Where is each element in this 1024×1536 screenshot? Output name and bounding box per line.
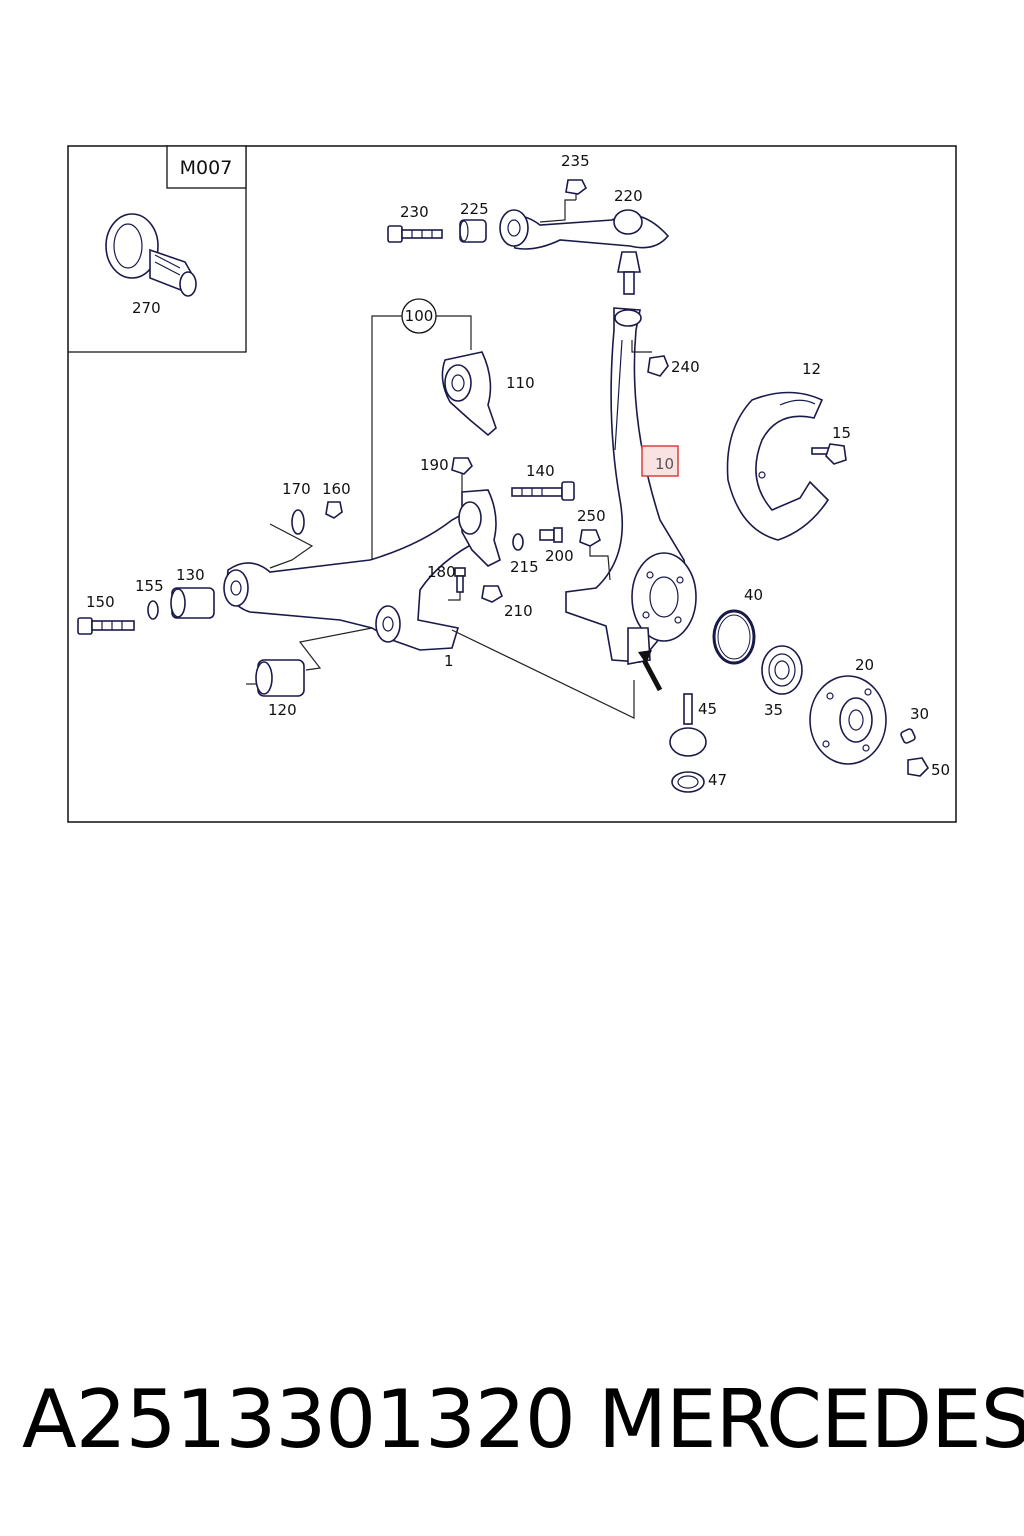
callout-40: 40 xyxy=(744,586,763,604)
callout-235: 235 xyxy=(561,152,590,170)
callout-210: 210 xyxy=(504,602,533,620)
cv-joint-drawing xyxy=(105,213,197,297)
bolt-230 xyxy=(387,225,443,243)
callout-130: 130 xyxy=(176,566,205,584)
ball-joint-45 xyxy=(669,693,707,757)
callout-150: 150 xyxy=(86,593,115,611)
nut-50 xyxy=(907,757,930,777)
parts-diagram: M007 270 235 230 225 xyxy=(67,145,957,823)
lead-45 xyxy=(451,629,635,719)
callout-100: 100 xyxy=(405,307,434,325)
bolt-15 xyxy=(811,443,847,465)
brake-dust-shield xyxy=(726,391,830,541)
washer-155 xyxy=(147,600,159,620)
assembly-bracket-100: 100 xyxy=(371,298,472,560)
callout-110: 110 xyxy=(506,374,535,392)
nut-240 xyxy=(631,340,669,377)
bushing-120 xyxy=(246,627,373,697)
part-number: A2513301320 xyxy=(22,1373,576,1466)
callout-180: 180 xyxy=(427,563,456,581)
callout-190: 190 xyxy=(420,456,449,474)
callout-230: 230 xyxy=(400,203,429,221)
callout-12: 12 xyxy=(802,360,821,378)
callout-170: 170 xyxy=(282,480,311,498)
lower-control-arm xyxy=(223,489,501,651)
callout-240: 240 xyxy=(671,358,700,376)
callout-47: 47 xyxy=(708,771,727,789)
nut-235 xyxy=(539,179,588,223)
highlight-box-10 xyxy=(641,445,679,477)
callout-250: 250 xyxy=(577,507,606,525)
callout-200: 200 xyxy=(545,547,574,565)
callout-140: 140 xyxy=(526,462,555,480)
nut-250-bolt-200 xyxy=(512,527,611,581)
bolt-140 xyxy=(511,481,575,501)
wheel-bearing-35 xyxy=(761,645,803,695)
upper-control-arm xyxy=(499,209,670,295)
callout-270: 270 xyxy=(132,299,161,317)
inset-label-box xyxy=(166,145,247,189)
washer-170-nut-160 xyxy=(269,501,343,569)
callout-155: 155 xyxy=(135,577,164,595)
bushing-130 xyxy=(170,587,215,619)
callout-1: 1 xyxy=(444,652,454,670)
inset-label: M007 xyxy=(180,157,233,179)
footer: A2513301320 MERCEDES xyxy=(0,1370,1024,1480)
nut-210 xyxy=(481,585,503,603)
callout-160: 160 xyxy=(322,480,351,498)
callout-50: 50 xyxy=(931,761,950,779)
inset-box: M007 270 xyxy=(68,145,247,353)
callout-20: 20 xyxy=(855,656,874,674)
stud-30 xyxy=(900,728,916,744)
bushing-110 xyxy=(441,351,497,437)
callout-10: 10 xyxy=(655,455,674,473)
bolt-150 xyxy=(77,617,135,635)
snap-ring-40 xyxy=(712,609,756,665)
callout-15: 15 xyxy=(832,424,851,442)
callout-30: 30 xyxy=(910,705,929,723)
bushing-225 xyxy=(459,219,487,243)
bolt-180 xyxy=(448,567,466,601)
callout-45: 45 xyxy=(698,700,717,718)
wheel-hub-20 xyxy=(809,675,887,765)
nut-190 xyxy=(451,457,473,492)
callout-35: 35 xyxy=(764,701,783,719)
callout-220: 220 xyxy=(614,187,643,205)
callout-225: 225 xyxy=(460,200,489,218)
brand-name: MERCEDES xyxy=(598,1373,1024,1466)
diagram-frame xyxy=(67,145,957,823)
steering-knuckle xyxy=(565,307,697,692)
boot-47 xyxy=(671,771,705,793)
callout-120: 120 xyxy=(268,701,297,719)
callout-215: 215 xyxy=(510,558,539,576)
